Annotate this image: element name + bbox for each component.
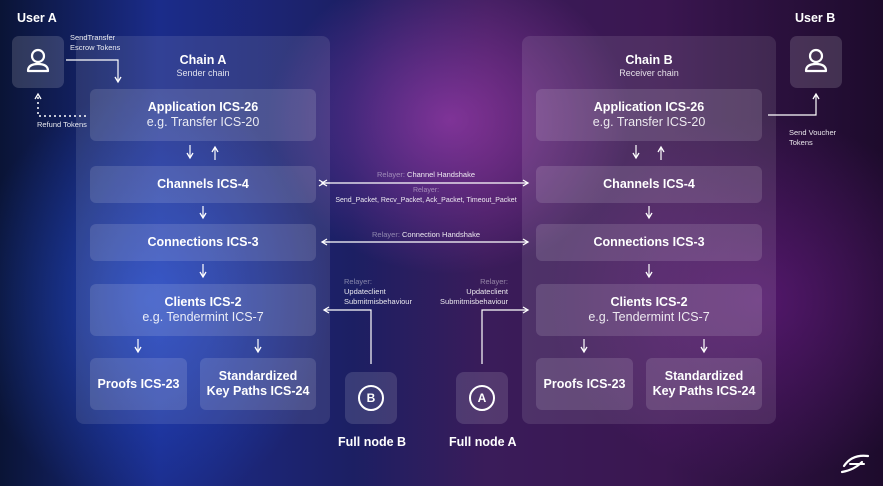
relayer-prefix: Relayer: xyxy=(480,277,508,286)
chain-a-application-title: Application ICS-26 xyxy=(147,100,259,114)
full-node-b-box: B xyxy=(345,372,397,424)
chain-b-connections-box: Connections ICS-3 xyxy=(536,224,762,261)
chain-a-title: Chain A xyxy=(179,53,227,67)
node-a-relayer-annotation: Relayer: Updateclient Submitmisbehaviour xyxy=(428,277,508,307)
user-a-label: User A xyxy=(17,11,57,25)
full-node-a-box: A xyxy=(456,372,508,424)
chain-b-application-title: Application ICS-26 xyxy=(593,100,705,114)
channel-handshake-text: Channel Handshake xyxy=(407,170,475,179)
chain-a-proofs-box: Proofs ICS-23 xyxy=(90,358,187,410)
chain-a-proofs-label: Proofs ICS-23 xyxy=(97,376,180,391)
send-transfer-line1: SendTransfer xyxy=(70,33,116,42)
chain-b-application-sub: e.g. Transfer ICS-20 xyxy=(592,115,706,129)
chain-b-clients-box: Clients ICS-2 e.g. Tendermint ICS-7 xyxy=(536,284,762,336)
chain-a-application-sub: e.g. Transfer ICS-20 xyxy=(146,115,260,129)
relayer-prefix: Relayer: xyxy=(377,170,405,179)
connection-handshake-text: Connection Handshake xyxy=(402,230,480,239)
chain-a-channels-label: Channels ICS-4 xyxy=(157,177,249,191)
logo-icon xyxy=(838,448,874,478)
chain-b-panel xyxy=(522,36,776,424)
relayer-prefix: Relayer: xyxy=(371,230,400,239)
send-voucher-line1: Send Voucher xyxy=(789,128,837,137)
connection-handshake-annotation: Relayer: Connection Handshake xyxy=(330,230,522,240)
chain-b-application-box: Application ICS-26 e.g. Transfer ICS-20 xyxy=(536,89,762,141)
chain-a-connections-box: Connections ICS-3 xyxy=(90,224,316,261)
node-b-letter: B xyxy=(358,385,384,411)
node-b-relayer-annotation: Relayer: Updateclient Submitmisbehaviour xyxy=(344,277,412,307)
chain-b-keypaths-line1: Standardized xyxy=(664,369,744,383)
chain-a-panel xyxy=(76,36,330,424)
user-b-label: User B xyxy=(795,11,836,25)
chain-a-clients-box: Clients ICS-2 e.g. Tendermint ICS-7 xyxy=(90,284,316,336)
chain-b-channels-label: Channels ICS-4 xyxy=(603,177,695,191)
node-a-letter: A xyxy=(469,385,495,411)
chain-a-clients-sub: e.g. Tendermint ICS-7 xyxy=(142,310,264,324)
chain-a-keypaths-box: Standardized Key Paths ICS-24 xyxy=(200,358,316,410)
packets-annotation: Relayer: Send_Packet, Recv_Packet, Ack_P… xyxy=(330,186,522,206)
submit-misbehaviour-text: Submitmisbehaviour xyxy=(440,297,508,306)
chain-b-keypaths-box: Standardized Key Paths ICS-24 xyxy=(646,358,762,410)
full-node-a-label: Full node A xyxy=(449,435,517,449)
full-node-b-label: Full node B xyxy=(338,435,407,449)
send-transfer-annotation: SendTransfer Escrow Tokens xyxy=(70,33,120,53)
chain-a-subtitle: Sender chain xyxy=(176,68,230,78)
submit-misbehaviour-text: Submitmisbehaviour xyxy=(344,297,412,306)
chain-a-connections-label: Connections ICS-3 xyxy=(147,235,259,249)
chain-a-channels-box: Channels ICS-4 xyxy=(90,166,316,203)
chain-b-clients-sub: e.g. Tendermint ICS-7 xyxy=(588,310,710,324)
chain-b-proofs-box: Proofs ICS-23 xyxy=(536,358,633,410)
chain-b-subtitle: Receiver chain xyxy=(619,68,679,78)
chain-b-keypaths-line2: Key Paths ICS-24 xyxy=(652,384,756,398)
chain-b-title: Chain B xyxy=(625,53,673,67)
chain-a-keypaths-line2: Key Paths ICS-24 xyxy=(206,384,310,398)
send-voucher-annotation: Send Voucher Tokens xyxy=(789,128,836,148)
chain-a-clients-title: Clients ICS-2 xyxy=(164,295,242,309)
refund-annotation: Refund Tokens xyxy=(37,120,87,129)
chain-b-connections-label: Connections ICS-3 xyxy=(593,235,705,249)
user-b-icon xyxy=(790,36,842,88)
chain-b-channels-box: Channels ICS-4 xyxy=(536,166,762,203)
chain-b-proofs-label: Proofs ICS-23 xyxy=(543,376,626,391)
chain-a-keypaths-line1: Standardized xyxy=(218,369,298,383)
packets-text: Send_Packet, Recv_Packet, Ack_Packet, Ti… xyxy=(335,197,517,204)
relayer-prefix: Relayer: xyxy=(344,277,372,286)
user-a-icon xyxy=(12,36,64,88)
send-transfer-line2: Escrow Tokens xyxy=(70,43,121,52)
send-voucher-line2: Tokens xyxy=(789,138,813,147)
chain-a-application-box: Application ICS-26 e.g. Transfer ICS-20 xyxy=(90,89,316,141)
update-client-text: Updateclient xyxy=(344,287,386,296)
relayer-prefix: Relayer: xyxy=(412,187,440,194)
update-client-text: Updateclient xyxy=(466,287,508,296)
chain-b-clients-title: Clients ICS-2 xyxy=(610,295,688,309)
channel-handshake-annotation: Relayer: Channel Handshake xyxy=(330,170,522,180)
